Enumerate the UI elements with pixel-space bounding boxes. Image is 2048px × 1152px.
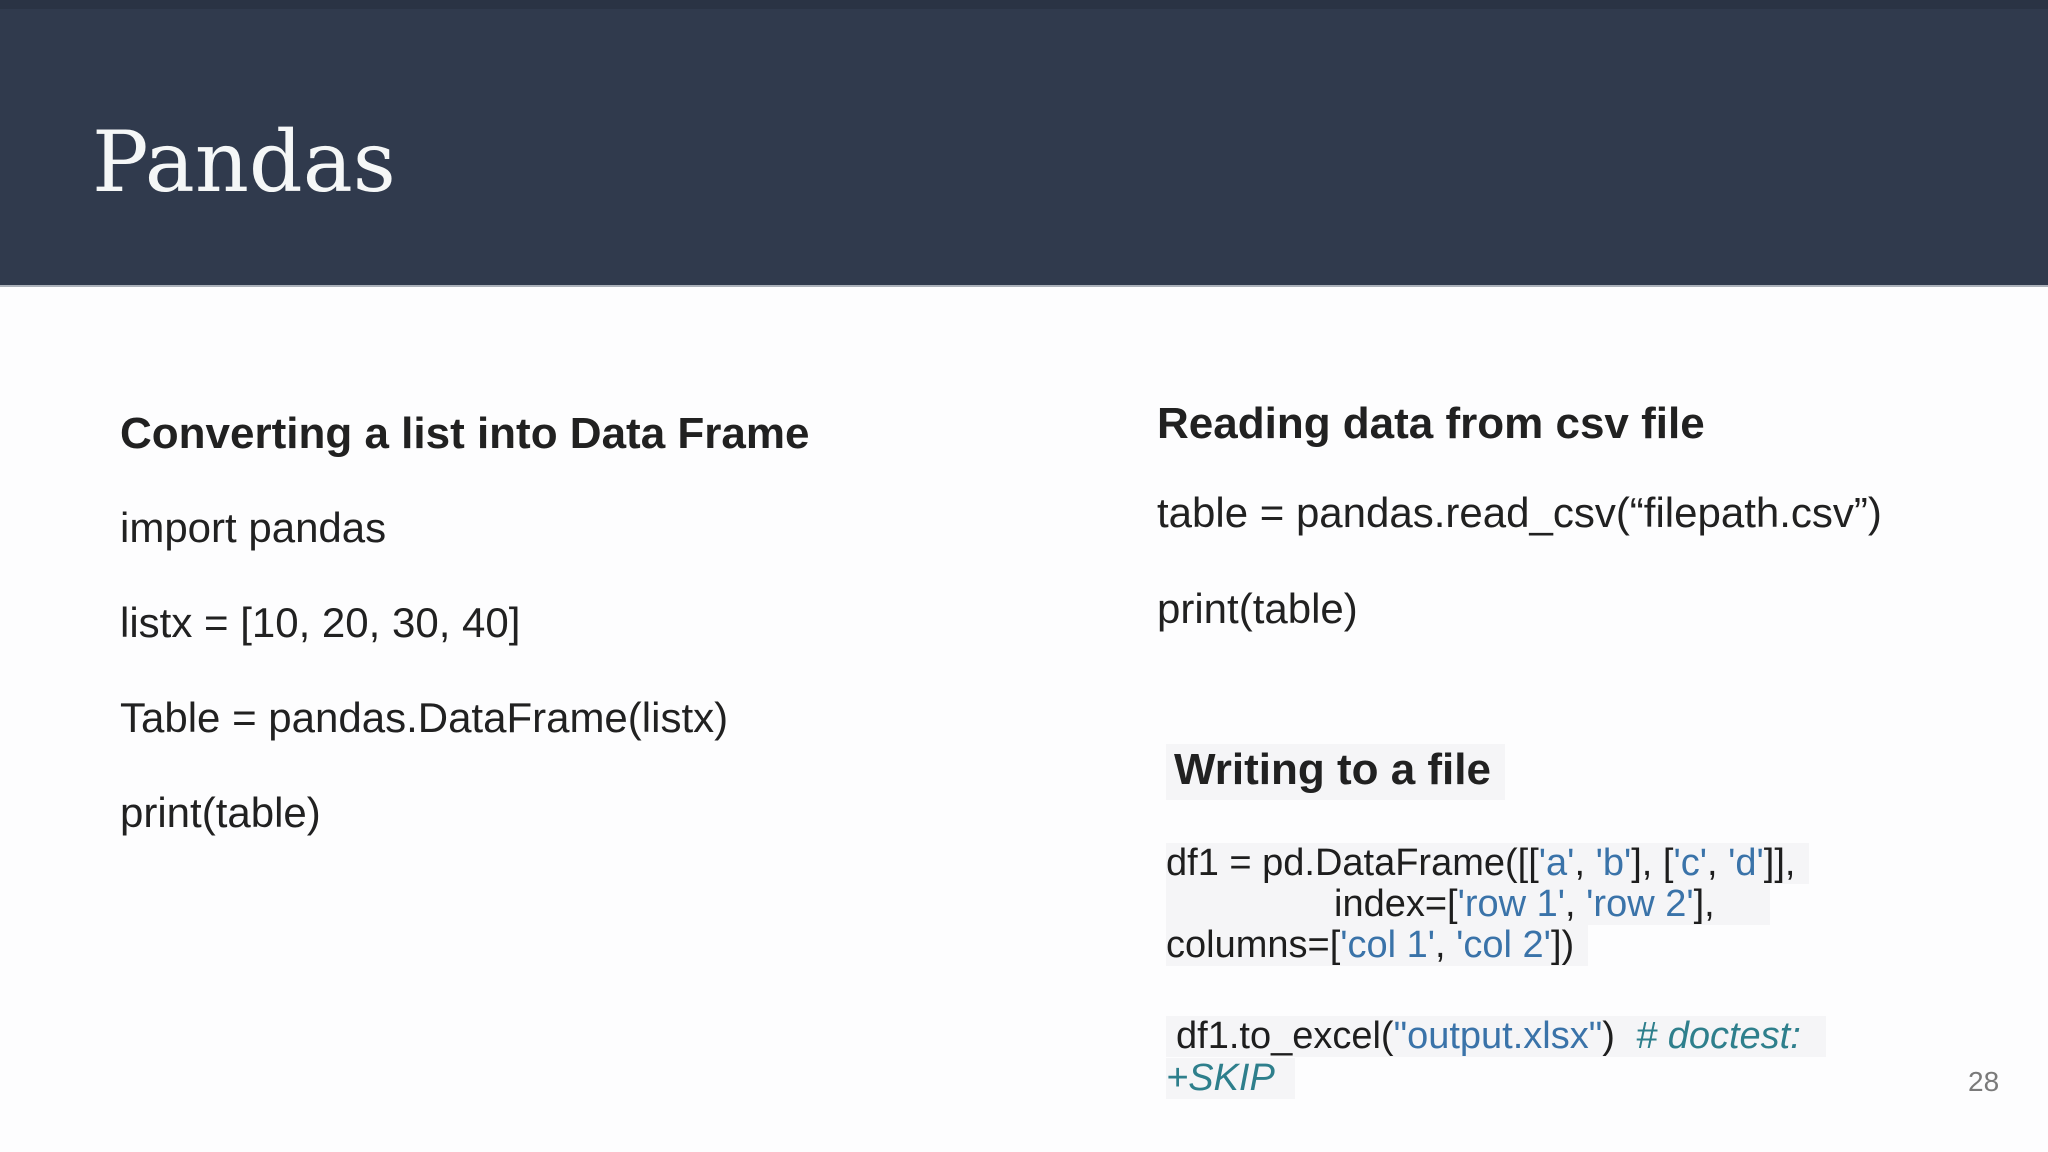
code-segment-plain: , xyxy=(1574,842,1596,884)
code-segment-plain: ], xyxy=(1693,883,1715,925)
code-segment-plain: ], [ xyxy=(1631,842,1674,884)
code-segment-plain: , xyxy=(1565,883,1587,925)
code-line: df1.to_excel("output.xlsx") # doctest: xyxy=(1166,1016,1826,1057)
left-column-line: import pandas xyxy=(120,504,387,551)
code-line: columns=['col 1', 'col 2']) xyxy=(1166,924,1589,966)
code-segment-plain: ]) xyxy=(1550,924,1575,966)
code-segment-string: "output.xlsx" xyxy=(1393,1015,1603,1057)
right-column-line: table = pandas.read_csv(“filepath.csv”) xyxy=(1157,489,1882,536)
code-segment-plain: df1 = pd.DataFrame([[ xyxy=(1166,842,1539,884)
slide-title: Pandas xyxy=(92,113,396,211)
code-segment-string: 'a' xyxy=(1538,842,1575,884)
left-column-line: print(table) xyxy=(120,789,321,836)
left-column-line: Table = pandas.DataFrame(listx) xyxy=(120,694,729,741)
code-segment-plain: , xyxy=(1435,924,1457,966)
left-column-line: listx = [10, 20, 30, 40] xyxy=(120,599,521,646)
code-segment-comment: +SKIP xyxy=(1166,1057,1275,1099)
writing-section-heading: Writing to a file xyxy=(1166,744,1505,801)
code-line: +SKIP xyxy=(1166,1058,1295,1099)
code-segment-string: 'row 2' xyxy=(1586,883,1694,925)
code-segment-plain: index=[ xyxy=(1334,883,1458,925)
code-segment-plain: columns=[ xyxy=(1166,924,1341,966)
code-segment-string: 'b' xyxy=(1595,842,1632,884)
code-segment-string: 'col 1' xyxy=(1340,924,1436,966)
code-line: index=['row 1', 'row 2'], xyxy=(1166,884,1770,925)
slide-header-banner: Pandas xyxy=(0,0,2048,287)
right-column-line: print(table) xyxy=(1157,585,1358,632)
code-segment-string: 'col 2' xyxy=(1456,924,1551,966)
code-segment-plain: df1.to_excel( xyxy=(1176,1015,1394,1057)
code-segment-string: 'd' xyxy=(1728,842,1764,884)
right-column-heading: Reading data from csv file xyxy=(1157,399,1705,448)
code-line: df1 = pd.DataFrame([['a', 'b'], ['c', 'd… xyxy=(1166,842,1810,884)
page-number: 28 xyxy=(1968,1066,2000,1097)
code-segment-plain: ) xyxy=(1602,1015,1636,1057)
code-segment-string: 'row 1' xyxy=(1457,883,1566,925)
code-segment-string: 'c' xyxy=(1673,842,1707,884)
code-segment-comment: # doctest: xyxy=(1636,1015,1801,1057)
code-segment-plain: ]], xyxy=(1763,842,1796,884)
header-top-edge xyxy=(0,0,2048,9)
code-segment-plain: , xyxy=(1706,842,1729,884)
left-column-heading: Converting a list into Data Frame xyxy=(120,409,810,458)
